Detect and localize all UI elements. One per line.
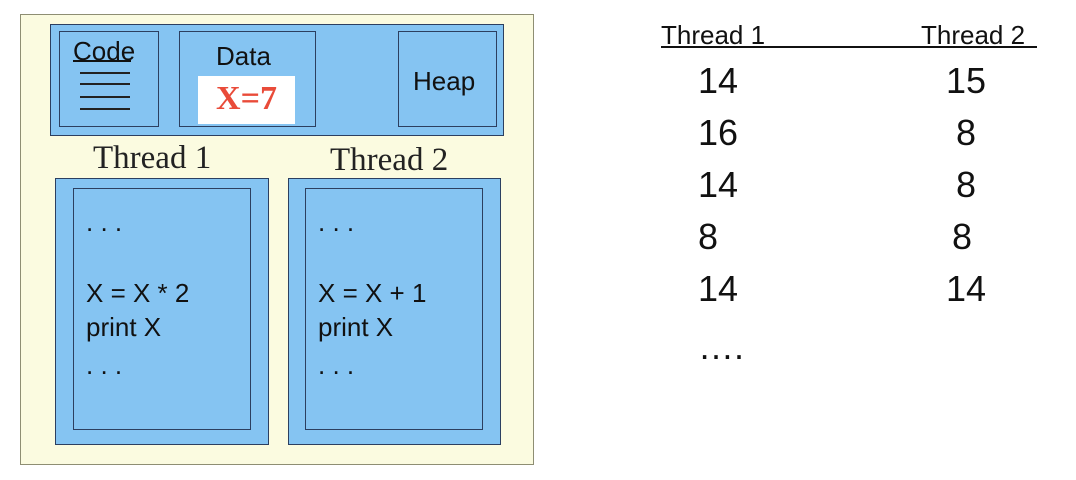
thread-2-code-line: . . . bbox=[318, 207, 355, 237]
thread-1-code-line: print X bbox=[86, 312, 162, 342]
output-cell-thread-1: 8 bbox=[698, 216, 719, 257]
output-cell-thread-2: 15 bbox=[946, 60, 987, 101]
heap-segment-label: Heap bbox=[413, 66, 476, 96]
code-segment bbox=[59, 31, 159, 127]
output-cell-thread-1: 16 bbox=[698, 112, 739, 153]
output-table: 14 15 16 8 14 8 8 8 14 14 …. bbox=[690, 60, 1020, 380]
code-label-underline bbox=[73, 60, 131, 62]
output-header-rule bbox=[661, 46, 1037, 48]
thread-2-code-line: . . . bbox=[318, 350, 355, 380]
thread-2-title: Thread 2 bbox=[330, 142, 449, 178]
output-cell-thread-2: 8 bbox=[956, 112, 977, 153]
thread-1-code-line: . . . bbox=[86, 207, 123, 237]
heap-segment bbox=[398, 31, 497, 127]
code-line-icon bbox=[80, 72, 130, 74]
output-header-thread-2: Thread 2 bbox=[921, 20, 1026, 50]
output-cell-thread-1: 14 bbox=[698, 164, 739, 205]
code-segment-label: Code bbox=[73, 36, 136, 66]
shared-variable-box bbox=[198, 76, 295, 124]
thread-2-code-line: print X bbox=[318, 312, 394, 342]
output-cell-thread-2: 14 bbox=[946, 268, 987, 309]
output-cell-thread-1: 14 bbox=[698, 268, 739, 309]
thread-2-code-panel bbox=[305, 188, 483, 430]
thread-2-code-line: X = X + 1 bbox=[318, 278, 427, 308]
shared-variable-value: X=7 bbox=[216, 80, 277, 117]
output-cell-thread-1: …. bbox=[698, 326, 745, 367]
output-header-thread-1: Thread 1 bbox=[661, 20, 766, 50]
thread-1-title: Thread 1 bbox=[93, 140, 212, 176]
output-cell-thread-1: 14 bbox=[698, 60, 739, 101]
data-segment-label: Data bbox=[216, 41, 271, 71]
thread-1-code-line: X = X * 2 bbox=[86, 278, 190, 308]
output-cell-thread-2: 8 bbox=[952, 216, 973, 257]
thread-1-code-panel bbox=[73, 188, 251, 430]
code-line-icon bbox=[80, 83, 130, 85]
code-line-icon bbox=[80, 108, 130, 110]
output-cell-thread-2: 8 bbox=[956, 164, 977, 205]
code-line-icon bbox=[80, 96, 130, 98]
thread-1-code-line: . . . bbox=[86, 350, 123, 380]
